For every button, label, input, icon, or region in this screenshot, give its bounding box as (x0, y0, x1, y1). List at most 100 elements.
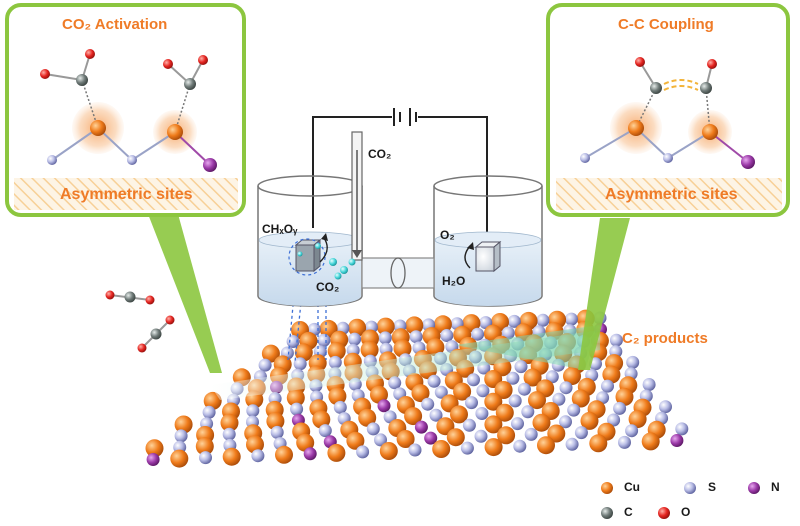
lattice-atom-s (356, 445, 370, 459)
lattice-atom-cu (393, 339, 412, 358)
left-panel-subtitle: Asymmetric sites (60, 186, 193, 203)
right-panel-structure (580, 57, 755, 169)
lattice-atom-s (474, 429, 488, 443)
lattice-atom-s (290, 402, 304, 416)
lattice-atom-cu (433, 315, 452, 334)
lattice-atom-cu (327, 443, 346, 462)
lattice-atom-s (513, 439, 527, 453)
lattice-atom-s (475, 407, 489, 420)
lattice-atom-cu (296, 433, 315, 452)
lattice-atom-cu (641, 432, 660, 451)
lattice-atom-cu (261, 344, 280, 363)
lattice-atom-cu (396, 430, 415, 448)
lattice-atom-cu (537, 436, 555, 455)
lattice-atom-s (467, 373, 480, 387)
lattice-atom-cu (358, 408, 377, 427)
lattice-atom-s (378, 331, 392, 345)
product-cone (455, 325, 600, 370)
lattice-atom-s (246, 404, 260, 418)
lattice-atom-cu (484, 438, 503, 457)
anode-product-label: O₂ (440, 228, 455, 242)
right-callout-tail (578, 218, 630, 370)
c2-products-label: C₂ products (622, 330, 708, 347)
co2-inlet-label: CO₂ (368, 147, 392, 161)
lattice-atom-cu (426, 338, 445, 357)
lattice-atom-s (471, 327, 485, 341)
lattice-atom-s (465, 396, 478, 410)
lattice-atom-s (552, 392, 566, 406)
legend-label-s: S (708, 480, 717, 494)
lattice-atom-cu (446, 428, 465, 447)
lattice-atom-s (514, 360, 528, 374)
lattice-atom-s (521, 405, 535, 419)
lattice-atom-s (374, 433, 387, 447)
lattice-atom-s (567, 403, 581, 417)
lattice-atom-cu (266, 412, 285, 431)
lattice-atom-cu (379, 442, 398, 460)
lattice-atom-s (601, 379, 614, 393)
lattice-atom-cu (580, 411, 599, 430)
lattice-atom-s (421, 397, 435, 411)
legend-dot-cu (601, 482, 613, 494)
lattice-atom-s (536, 313, 550, 327)
lattice-atom-s (613, 401, 627, 415)
lattice-atom-cu (628, 410, 647, 429)
lattice-atom-s (440, 329, 454, 342)
lattice-atom-cu (589, 434, 608, 453)
lattice-atom-s (545, 370, 559, 384)
lattice-atom-s (507, 314, 521, 328)
lattice-atom-s (174, 429, 188, 443)
lattice-atom-s (511, 417, 524, 431)
lattice-atom-s (564, 312, 578, 326)
lattice-atom-cu (450, 405, 468, 424)
lattice-atom-s (366, 422, 380, 436)
lattice-atom-cu (495, 403, 514, 422)
lattice-atom-s (626, 355, 640, 369)
lattice-atom-s (618, 435, 631, 449)
lattice-atom-s (434, 385, 448, 399)
lattice-atom-cu (484, 392, 503, 411)
electrochemical-cell (257, 108, 543, 307)
lattice-atom-s (559, 415, 572, 429)
lattice-atom-cu (294, 343, 313, 362)
legend-dot-o (658, 507, 670, 519)
lattice-atom-n (303, 447, 317, 461)
legend-label-o: O (681, 505, 691, 519)
lattice-atom-cu (563, 367, 581, 386)
left-panel (5, 3, 246, 217)
lattice-atom-s (609, 333, 623, 347)
lattice-atom-cu (523, 368, 542, 387)
lattice-atom-s (508, 394, 522, 408)
lattice-atom-s (333, 400, 347, 414)
lattice-atom-cu (348, 318, 367, 337)
lattice-atom-s (517, 382, 531, 396)
lattice-atom-s (318, 424, 332, 438)
lattice-atom-cu (405, 316, 424, 335)
battery-icon (393, 108, 417, 126)
lattice-atom-s (607, 413, 621, 427)
lattice-atom-n (146, 453, 160, 466)
zoom-connector-lines (287, 261, 327, 363)
lattice-atom-s (675, 422, 689, 436)
lattice-atom-s (462, 418, 476, 432)
right-panel (546, 3, 790, 217)
lattice-atom-s (348, 332, 362, 346)
lattice-atom-cu (275, 445, 293, 464)
lattice-atom-cu (286, 388, 305, 407)
lattice-atom-cu (453, 382, 472, 401)
lattice-atom-s (429, 408, 443, 422)
lattice-atom-s (258, 358, 272, 372)
lattice-atom-cu (170, 449, 189, 468)
lattice-atom-cu (497, 426, 516, 445)
lattice-atom-s (506, 371, 520, 385)
lattice-atom-cu (195, 437, 214, 456)
lattice-atom-s (328, 355, 342, 369)
lattice-atom-s (460, 441, 474, 455)
lattice-atom-cu (532, 413, 551, 432)
lattice-atom-s (559, 381, 573, 395)
lattice-atom-s (270, 425, 284, 439)
lattice-atom-cu (432, 440, 451, 458)
lattice-atom-cu (376, 317, 395, 336)
lattice-atom-cu (312, 410, 331, 429)
lattice-atom-cu (571, 389, 590, 408)
